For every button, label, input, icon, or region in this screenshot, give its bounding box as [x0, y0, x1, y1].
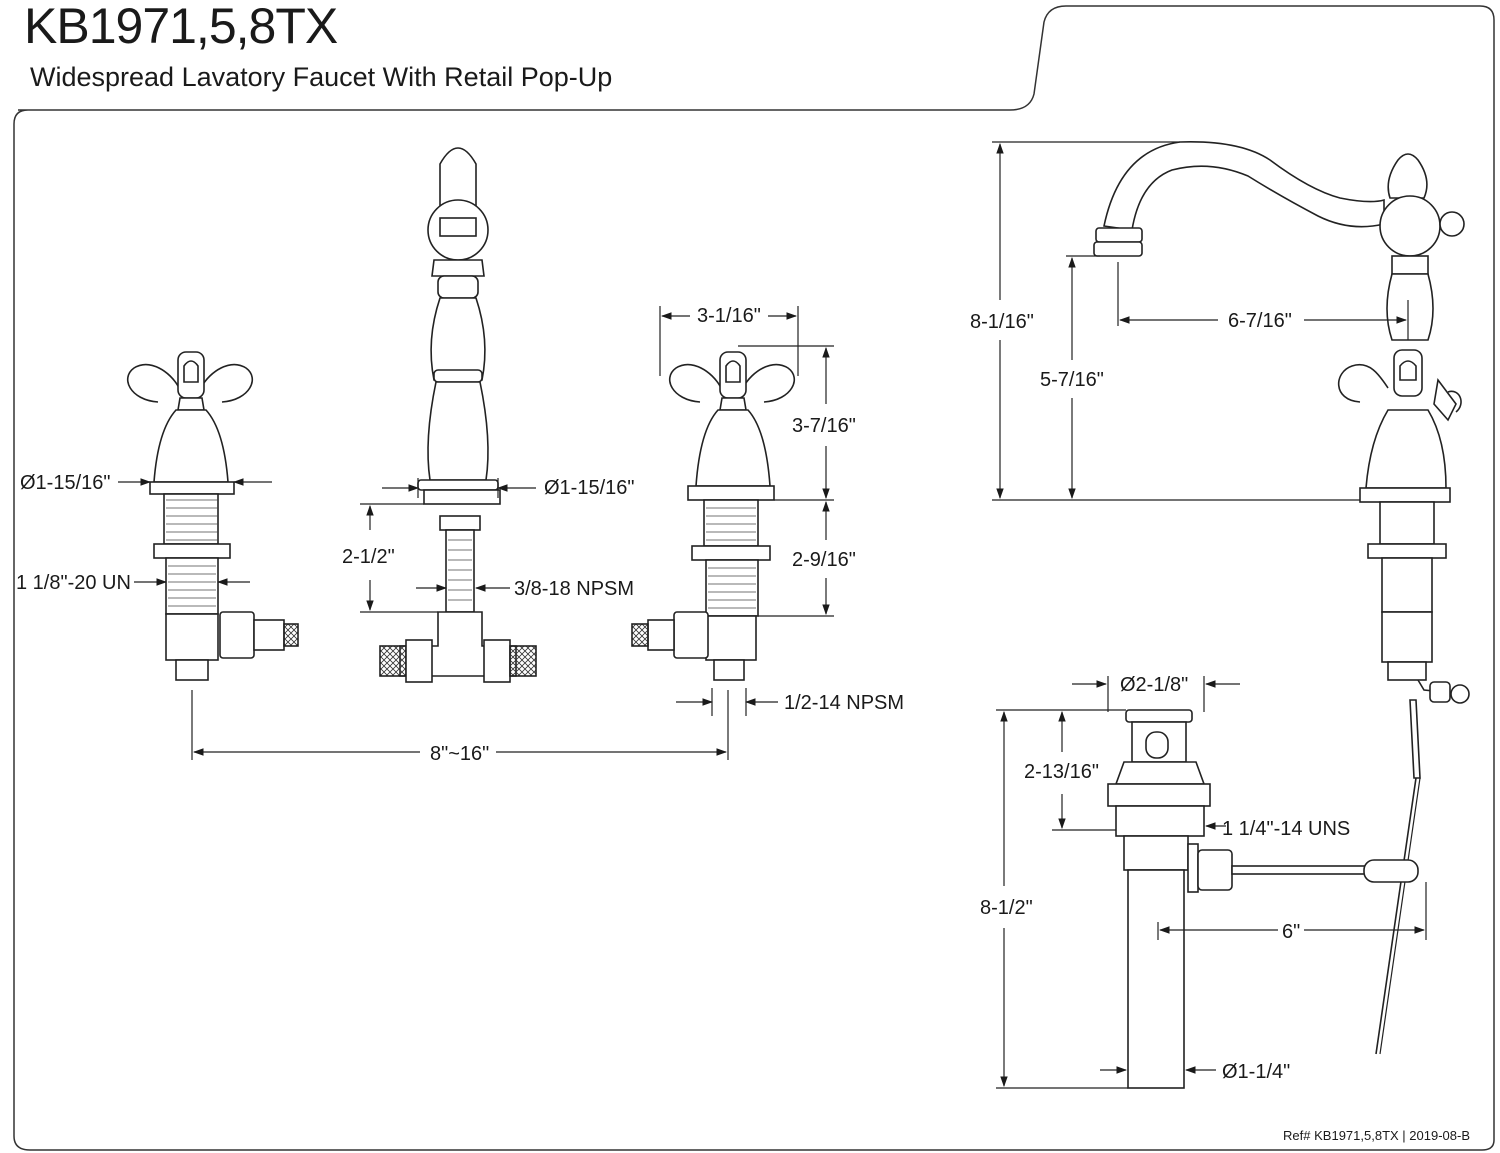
label-left-thread: 1 1/8"-20 UN [16, 572, 131, 594]
label-center-spread: 8"~16" [430, 743, 489, 765]
label-inlet-thread: 1/2-14 NPSM [784, 692, 904, 714]
sheet-frame [13, 5, 1495, 1151]
right-handle-valve [631, 351, 796, 681]
label-spout-thread: 3/8-18 NPSM [514, 578, 634, 600]
label-drain-flange-height: 2-13/16" [1024, 761, 1099, 783]
label-drain-thread: 1 1/4"-14 UNS [1222, 818, 1350, 840]
label-spout-reach: 6-7/16" [1228, 310, 1292, 332]
label-pivot-rod-length: 6" [1282, 921, 1300, 943]
popup-drain [1107, 709, 1419, 1089]
label-left-handle-diameter: Ø1-15/16" [20, 472, 111, 494]
label-handle-shank-length: 2-9/16" [792, 549, 856, 571]
label-tailpiece-diameter: Ø1-1/4" [1222, 1061, 1290, 1083]
model-title: KB1971,5,8TX [24, 0, 338, 54]
label-overall-height: 8-1/16" [970, 311, 1034, 333]
dimension-labels: Ø1-15/16" 1 1/8"-20 UN Ø1-15/16" 2-1/2" … [16, 305, 1350, 1083]
spout-front [379, 147, 537, 683]
faucet-side-view [1093, 141, 1470, 779]
reference-footer: Ref# KB1971,5,8TX | 2019-08-B [1283, 1128, 1470, 1143]
label-drain-diameter: Ø2-1/8" [1120, 674, 1188, 696]
left-handle-valve [126, 351, 299, 681]
label-spout-height: 5-7/16" [1040, 369, 1104, 391]
label-spout-shank-length: 2-1/2" [342, 546, 395, 568]
label-spout-base-diameter: Ø1-15/16" [544, 477, 635, 499]
product-description: Widespread Lavatory Faucet With Retail P… [30, 62, 613, 92]
label-drain-overall-length: 8-1/2" [980, 897, 1033, 919]
label-handle-width: 3-1/16" [697, 305, 761, 327]
label-handle-height: 3-7/16" [792, 415, 856, 437]
dimension-lines [118, 141, 1427, 1089]
